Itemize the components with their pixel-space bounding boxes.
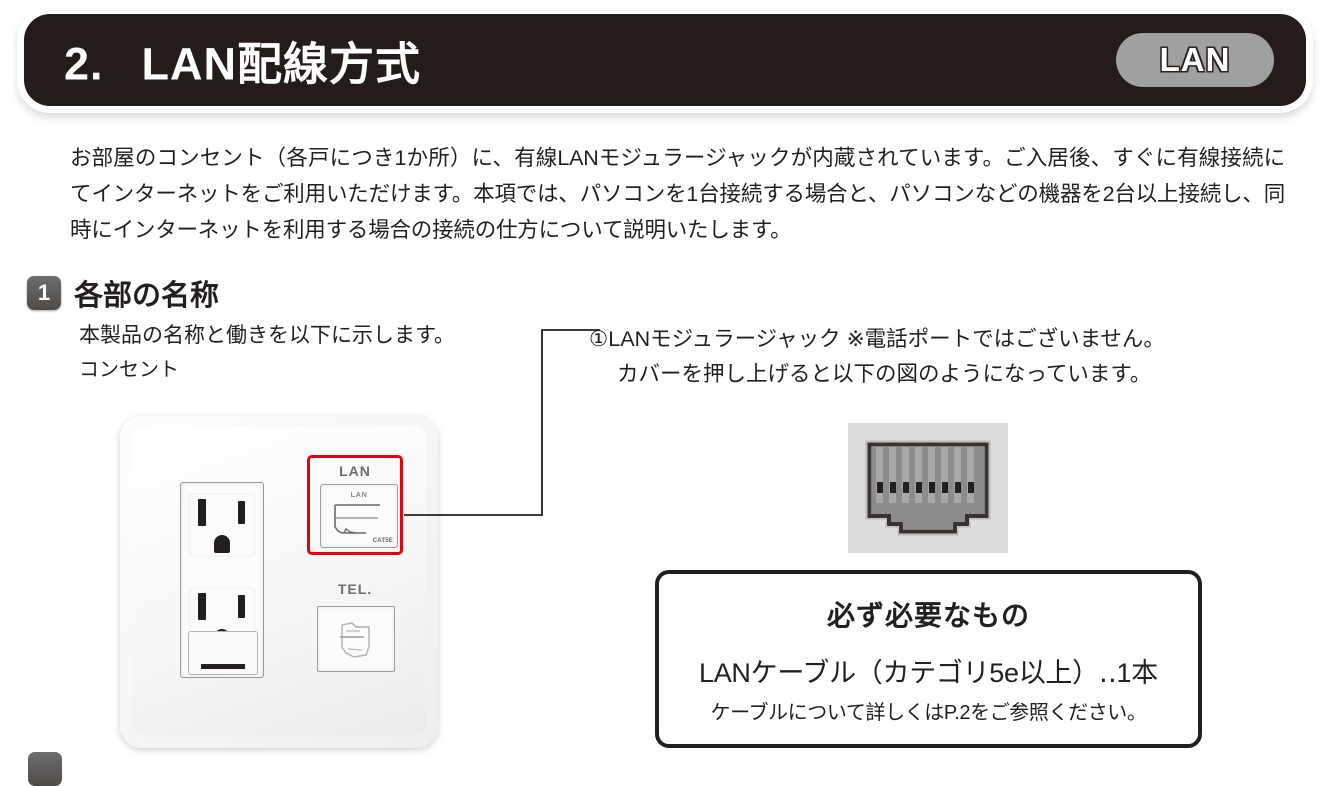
callout-line-1: ①LANモジュラージャック ※電話ポートではございません。 xyxy=(589,327,1165,351)
rj45-jack-figure xyxy=(848,423,1008,553)
wall-outlet-photo: LAN LAN CAT5E TEL. xyxy=(120,416,438,748)
rj45-contact-pins xyxy=(877,482,974,493)
required-items-box: 必ず必要なもの LANケーブル（カテゴリ5e以上）‥1本 ケーブルについて詳しく… xyxy=(655,570,1202,748)
lan-port-highlight: LAN LAN CAT5E xyxy=(307,455,403,555)
section-header-banner: 2. LAN配線方式 LAN xyxy=(24,14,1306,106)
lan-jack-cover-icon xyxy=(334,504,380,534)
lan-category-label: CAT5E xyxy=(372,538,393,544)
socket-slot-left xyxy=(198,593,206,620)
outlet-photo-caption: コンセント xyxy=(79,359,179,381)
section-1-marker: 1 xyxy=(27,276,61,310)
tel-port-group: TEL. xyxy=(310,581,400,677)
page-title: 2. LAN配線方式 xyxy=(64,28,421,93)
required-items-note: ケーブルについて詳しくはP.2をご参照ください。 xyxy=(710,702,1147,724)
required-items-title: 必ず必要なもの xyxy=(826,600,1030,631)
outlet-ground-bar xyxy=(201,664,245,669)
intro-paragraph: お部屋のコンセント（各戸につき1か所）に、有線LANモジュラージャックが内蔵され… xyxy=(70,146,1285,242)
required-items-main: LANケーブル（カテゴリ5e以上）‥1本 xyxy=(699,658,1158,688)
outlet-faceplate: LAN LAN CAT5E TEL. xyxy=(132,426,426,736)
lan-badge: LAN xyxy=(1116,33,1274,87)
section-title-text: LAN配線方式 xyxy=(141,38,422,90)
outlet-ground-plate xyxy=(188,631,258,675)
tel-jack-cover-icon xyxy=(340,622,370,658)
power-socket-top xyxy=(181,485,263,577)
next-section-marker xyxy=(28,752,62,786)
tel-port-label: TEL. xyxy=(337,581,373,597)
power-receptacle xyxy=(180,482,264,678)
lan-jack-mini-label: LAN xyxy=(350,490,368,499)
socket-slot-right xyxy=(238,501,245,524)
lan-port-label: LAN xyxy=(339,463,371,479)
socket-slot-left xyxy=(198,499,206,526)
section-number: 2. xyxy=(64,38,104,90)
rj45-contact-lanes xyxy=(876,447,974,503)
socket-ground-pin xyxy=(214,535,230,553)
lan-modular-jack[interactable]: LAN CAT5E xyxy=(320,484,398,548)
lan-badge-label: LAN xyxy=(1159,41,1231,78)
section-1-heading: 各部の名称 xyxy=(74,280,220,312)
section-1-heading-row: 1 各部の名称 xyxy=(27,272,627,314)
section-1-block: 1 各部の名称 本製品の名称と働きを以下に示します。 コンセント xyxy=(27,272,627,382)
modular-jack-callout: ①LANモジュラージャック ※電話ポートではございません。 カバーを押し上げると… xyxy=(589,323,1289,390)
socket-slot-right xyxy=(238,595,245,618)
section-1-subtitle: 本製品の名称と働きを以下に示します。 xyxy=(79,324,455,347)
tel-modular-jack[interactable] xyxy=(317,606,395,672)
callout-line-2: カバーを押し上げると以下の図のようになっています。 xyxy=(617,362,1152,386)
